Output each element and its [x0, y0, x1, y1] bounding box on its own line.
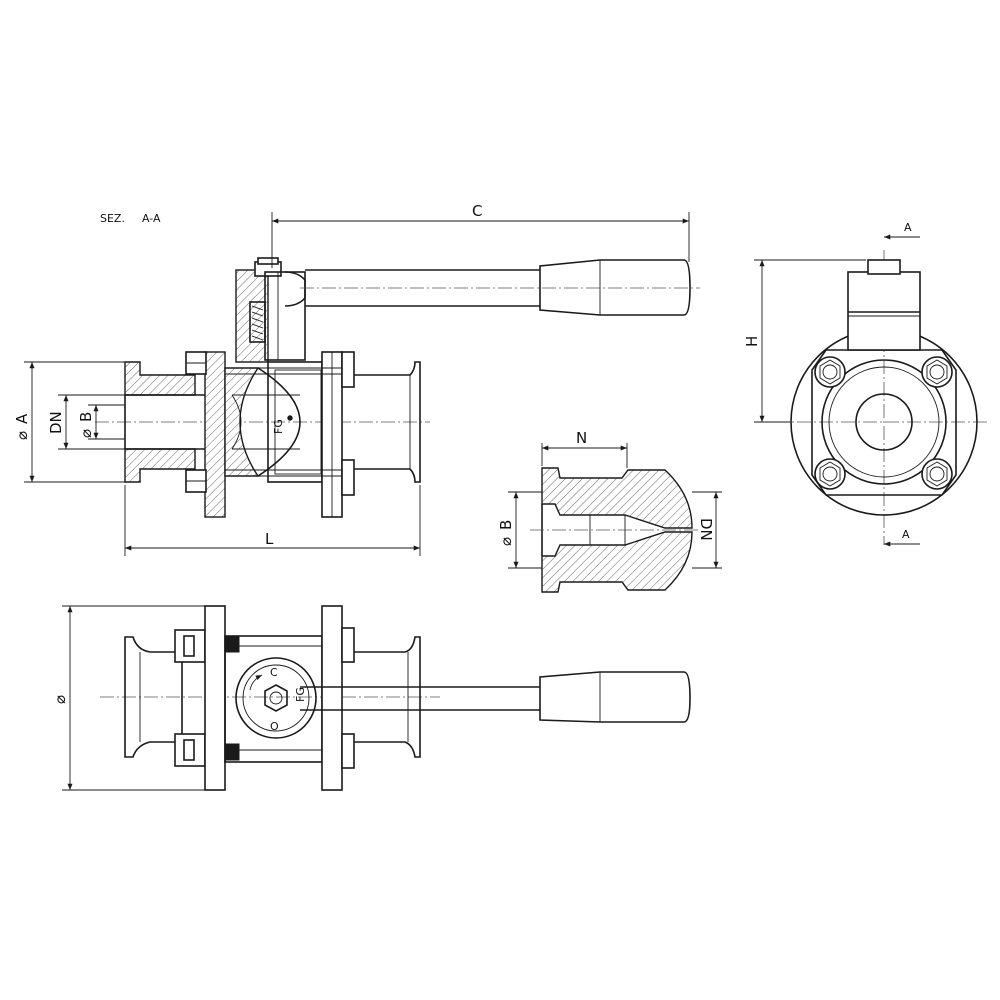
dimension-n-label: N [576, 429, 587, 447]
right-ferrule [409, 361, 421, 483]
switch-label-closed: C [270, 666, 278, 679]
top-left-flange-plate [204, 605, 226, 791]
body-marker-dot [287, 415, 293, 421]
top-right-bolt-top [341, 627, 355, 663]
side-bolt-top-left [814, 356, 846, 388]
section-view-a-a: FG C [13, 202, 700, 556]
side-stem-housing [847, 271, 921, 351]
section-title: SEZ. A-A [100, 212, 161, 225]
dimension-l-label: L [265, 530, 274, 548]
dimension-a-symbol: ⌀ [13, 431, 31, 440]
dimension-h-label: H [743, 336, 761, 347]
stem-bracket [264, 271, 306, 361]
ferrule-detail-bottom [541, 531, 693, 593]
side-stem-nut [867, 259, 901, 275]
ball-sphere [257, 367, 301, 477]
top-stem-hex [264, 684, 288, 712]
top-switch-disc [235, 657, 317, 739]
side-view: A A H [743, 221, 990, 547]
section-title-name: A-A [142, 212, 161, 225]
section-title-prefix: SEZ. [100, 212, 125, 225]
top-valve-body [224, 635, 323, 763]
dimension-b-detail-label: B [497, 520, 515, 530]
side-bolt-bottom-left [814, 458, 846, 490]
dimension-a-label: A [13, 413, 31, 424]
dimension-b-symbol: ⌀ [77, 429, 95, 438]
side-bolt-bottom-right [921, 458, 953, 490]
top-seal-bottom [224, 743, 240, 761]
section-marker-bottom-label: A [902, 528, 910, 541]
left-ferrule-bottom [124, 448, 196, 483]
ferrule-detail-top [541, 467, 693, 529]
top-right-bolt-bottom [341, 733, 355, 769]
side-bore [855, 393, 913, 451]
switch-label-open: O [270, 720, 279, 733]
handle-grip [539, 259, 691, 316]
side-flange-square [811, 349, 957, 496]
top-view: C O FG ⌀ [51, 605, 691, 791]
dimension-dn-detail-label: DN [697, 518, 715, 541]
dimension-dn-label: DN [47, 411, 65, 434]
side-bolt-top-right [921, 356, 953, 388]
right-bolt-bottom [341, 459, 355, 496]
body-logo-section: FG [272, 419, 285, 434]
ferrule-detail-view: N ⌀ B DN [497, 429, 722, 593]
handle-lever-bar [305, 269, 540, 307]
top-body-logo: FG [294, 687, 307, 702]
section-marker-top-label: A [904, 221, 912, 234]
left-ferrule-top [124, 361, 196, 396]
dimension-flange-diameter-symbol: ⌀ [51, 695, 69, 704]
dimension-b-label: B [77, 412, 95, 422]
right-bolt-top [341, 351, 355, 388]
dimension-b-detail-symbol: ⌀ [497, 537, 515, 546]
side-clamp-ring [821, 359, 947, 485]
stem-housing [235, 269, 269, 363]
top-right-ferrule [354, 636, 421, 758]
top-right-flange-plate [321, 605, 343, 791]
top-seal-top [224, 635, 240, 653]
top-handle-lever-bar [300, 686, 540, 711]
left-flange-plate [204, 351, 226, 518]
top-handle-grip [539, 671, 691, 723]
dimension-c-label: C [472, 202, 482, 220]
